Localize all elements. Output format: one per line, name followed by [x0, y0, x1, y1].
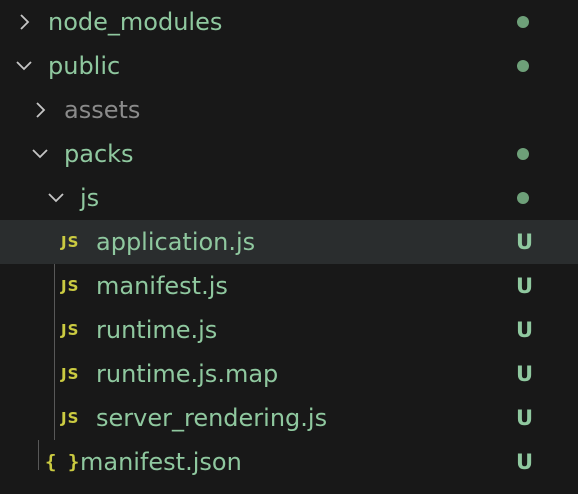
tree-item-label: manifest.json [80, 448, 242, 476]
chevron-down-icon[interactable] [30, 144, 50, 164]
tree-item-runtime-js-map[interactable]: JS runtime.js.map U [0, 352, 578, 396]
js-file-icon: JS [61, 277, 80, 295]
tree-item-label: manifest.js [96, 272, 228, 300]
chevron-down-icon[interactable] [14, 56, 34, 76]
git-untracked-badge: U [516, 450, 534, 474]
tree-item-js[interactable]: js [0, 176, 578, 220]
tree-item-label: server_rendering.js [96, 404, 328, 432]
js-file-icon: JS [61, 365, 80, 383]
chevron-right-icon[interactable] [30, 100, 50, 120]
tree-item-server-rendering-js[interactable]: JS server_rendering.js U [0, 396, 578, 440]
indent-guide-packs [38, 440, 39, 470]
tree-item-label: assets [64, 96, 141, 124]
git-status-dot [517, 148, 529, 160]
tree-item-manifest-json[interactable]: { } manifest.json U [0, 440, 578, 484]
git-untracked-badge: U [516, 274, 534, 298]
js-file-icon: JS [61, 321, 80, 339]
js-file-icon: JS [61, 409, 80, 427]
git-untracked-badge: U [516, 318, 534, 342]
git-status-dot [517, 16, 529, 28]
chevron-right-icon[interactable] [14, 12, 34, 32]
git-status-dot [517, 192, 529, 204]
json-file-icon: { } [45, 451, 80, 473]
tree-item-node-modules[interactable]: node_modules [0, 0, 578, 44]
tree-item-packs[interactable]: packs [0, 132, 578, 176]
git-status-dot [517, 60, 529, 72]
js-file-icon: JS [61, 233, 80, 251]
git-untracked-badge: U [516, 230, 534, 254]
tree-item-manifest-js[interactable]: JS manifest.js U [0, 264, 578, 308]
tree-item-label: runtime.js.map [96, 360, 279, 388]
git-untracked-badge: U [516, 406, 534, 430]
tree-item-label: node_modules [48, 8, 223, 36]
tree-item-label: runtime.js [96, 316, 218, 344]
tree-item-assets[interactable]: assets [0, 88, 578, 132]
git-untracked-badge: U [516, 362, 534, 386]
tree-item-label: packs [64, 140, 134, 168]
tree-item-label: application.js [96, 228, 256, 256]
tree-item-label: public [48, 52, 121, 80]
tree-item-public[interactable]: public [0, 44, 578, 88]
indent-guide-js [54, 220, 55, 440]
chevron-down-icon[interactable] [46, 188, 66, 208]
tree-item-label: js [80, 184, 100, 212]
tree-item-runtime-js[interactable]: JS runtime.js U [0, 308, 578, 352]
tree-item-application-js[interactable]: JS application.js U [0, 220, 578, 264]
